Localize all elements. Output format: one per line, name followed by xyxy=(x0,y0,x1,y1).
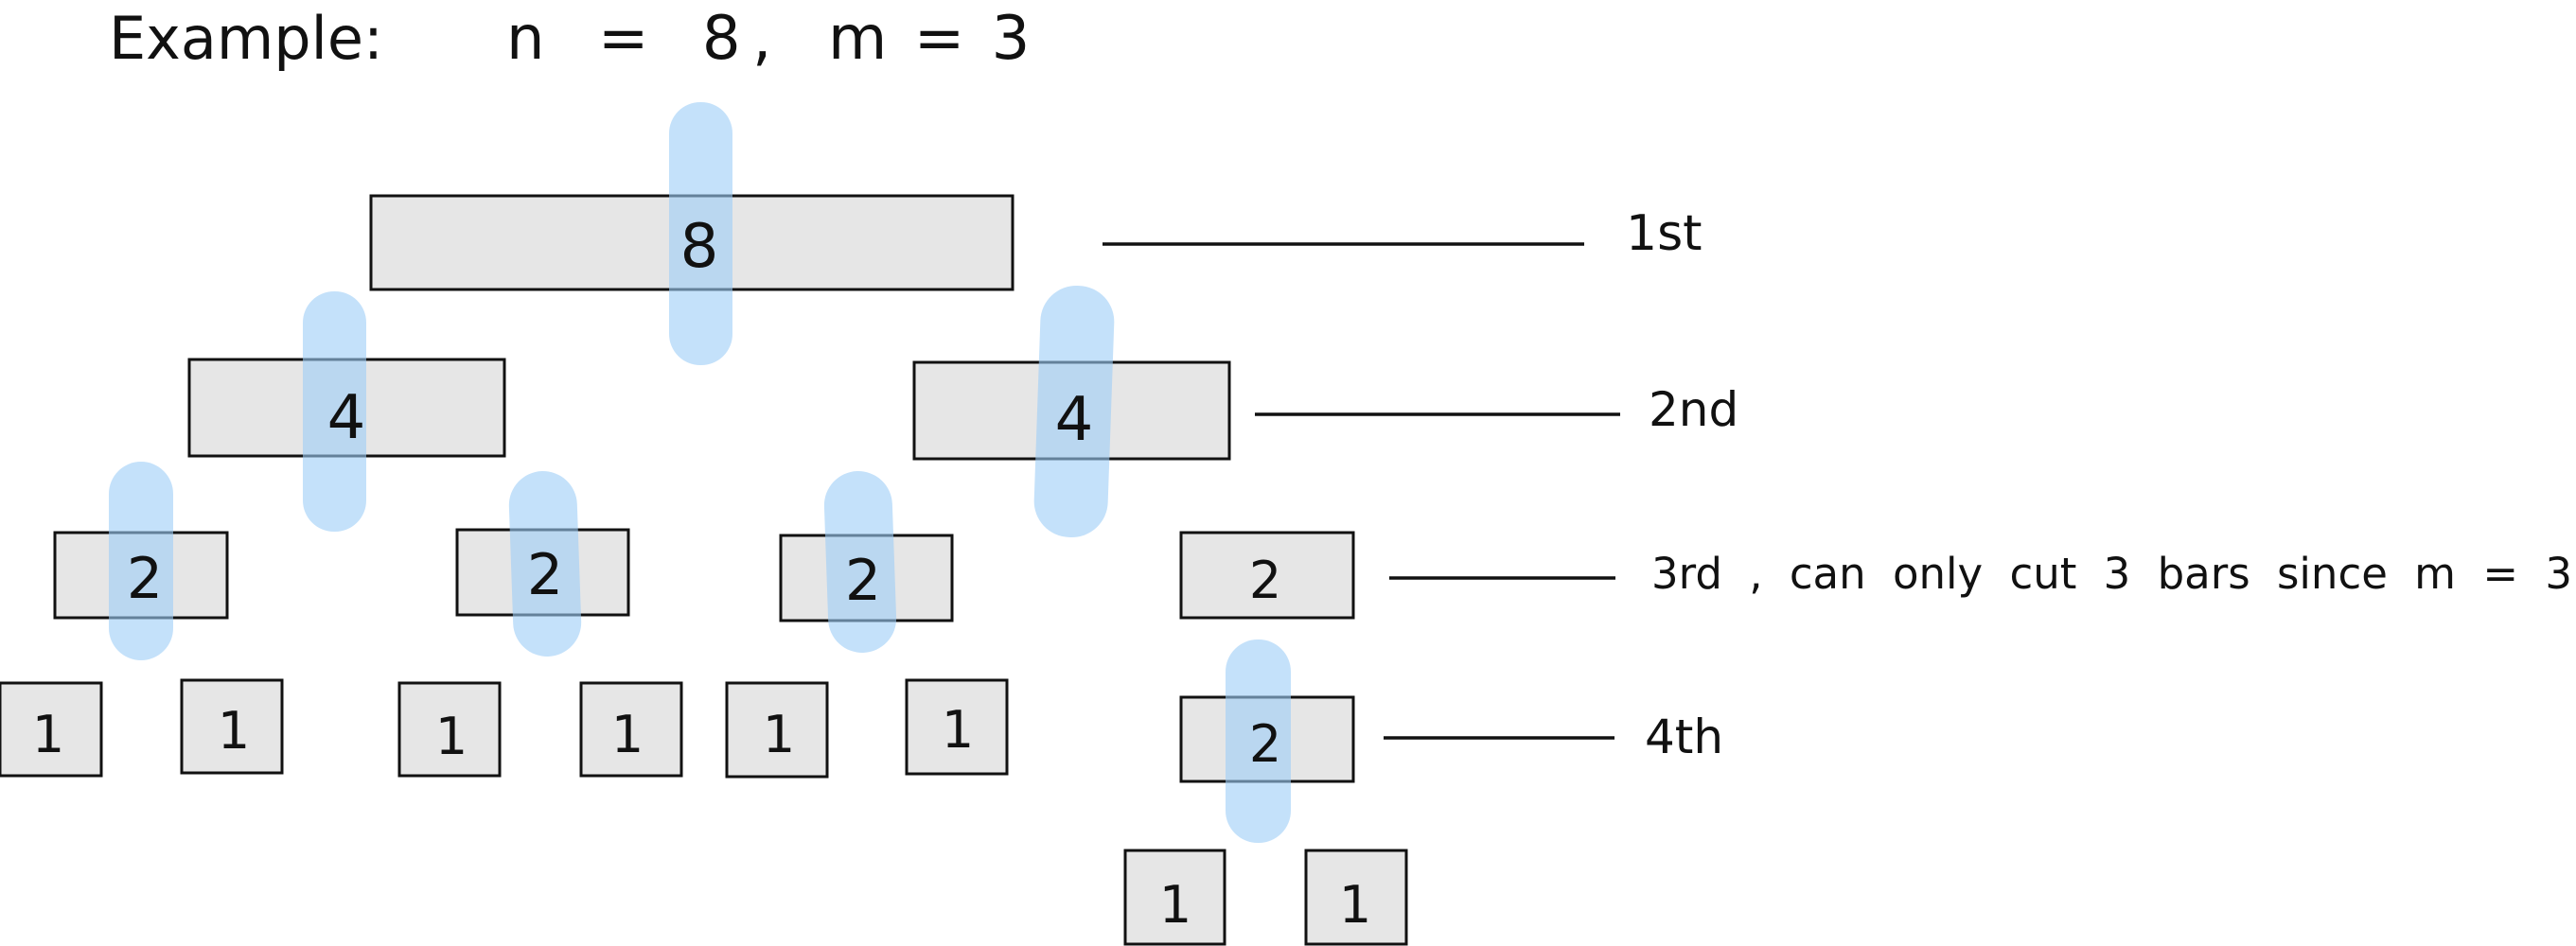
bar-8-label: 8 xyxy=(680,212,719,282)
level-label-1st: 1st xyxy=(1626,205,1703,262)
bar-2-b-label: 2 xyxy=(527,542,563,608)
bar-1-e-box xyxy=(725,681,829,779)
level-label-3rd: 3rd , can only cut 3 bars since m = 3. xyxy=(1651,549,2576,599)
cut-mark-2-e xyxy=(1226,639,1291,843)
cut-mark-8 xyxy=(669,102,732,365)
bar-2-d-box xyxy=(1179,531,1355,620)
bar-1-c-label: 1 xyxy=(435,707,468,766)
example-label: Example: xyxy=(109,4,383,73)
n-expression: n = 8 xyxy=(506,4,758,74)
bar-1-b-box xyxy=(180,678,284,775)
level-label-4th: 4th xyxy=(1645,710,1723,764)
bar-2-d-label: 2 xyxy=(1249,551,1281,610)
bar-labels: 8 4 4 2 2 2 2 2 1 1 1 1 1 1 1 1 xyxy=(32,212,1371,935)
header-comma: , xyxy=(752,4,771,74)
bar-1-e-label: 1 xyxy=(763,705,795,764)
cut-mark-2-c xyxy=(823,471,897,653)
bar-1-g-label: 1 xyxy=(1159,875,1191,935)
bar-1-f-label: 1 xyxy=(942,700,974,760)
bar-1-h-label: 1 xyxy=(1339,875,1371,935)
cut-mark-4-left xyxy=(303,291,366,532)
bar-4-right-label: 4 xyxy=(1055,385,1094,455)
bar-1-c-box xyxy=(397,681,502,778)
bar-1-b-label: 1 xyxy=(218,701,250,761)
bar-2-e-label: 2 xyxy=(1249,714,1281,774)
cut-mark-2-a xyxy=(109,462,173,660)
m-expression: m = 3 xyxy=(828,4,1033,74)
bar-1-a-box xyxy=(0,681,103,778)
level-label-2nd: 2nd xyxy=(1649,382,1738,437)
bar-4-left-label: 4 xyxy=(327,383,366,453)
bar-1-h-box xyxy=(1304,849,1408,946)
cut-mark-2-b xyxy=(508,471,582,657)
bar-1-a-label: 1 xyxy=(32,705,64,764)
level-labels: 1st 2nd 3rd , can only cut 3 bars since … xyxy=(1626,205,2576,764)
bar-2-a-label: 2 xyxy=(127,546,163,612)
bar-1-d-box xyxy=(579,681,683,778)
bar-1-g-box xyxy=(1123,849,1226,946)
level-lines xyxy=(1103,242,1620,740)
bar-1-d-label: 1 xyxy=(611,705,644,764)
bar-2-c-label: 2 xyxy=(845,548,881,614)
bar-1-f-box xyxy=(905,678,1009,776)
cut-mark-4-right xyxy=(1033,286,1115,537)
cut-highlights xyxy=(109,102,1291,843)
